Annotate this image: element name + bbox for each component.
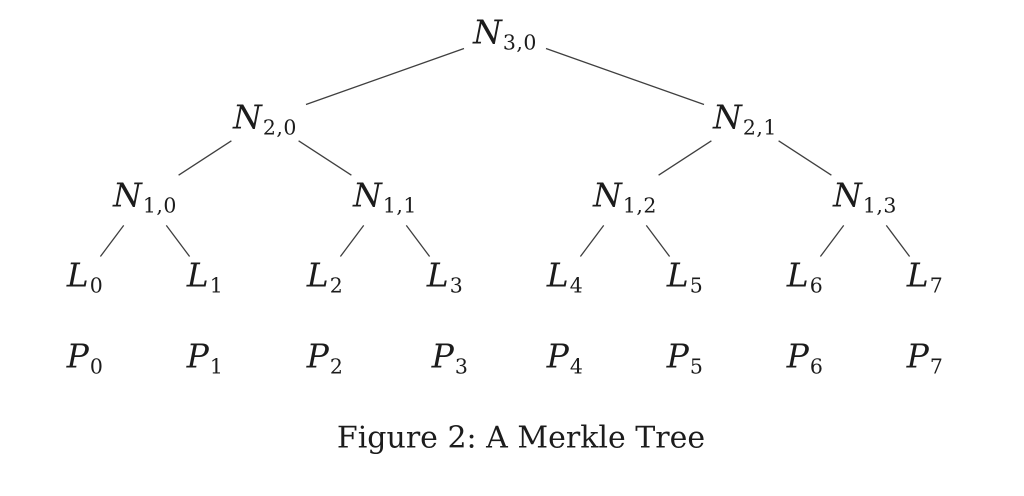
- node-label-subscript: 5: [689, 273, 704, 298]
- tree-edge-n20-n10: [178, 140, 232, 176]
- tree-node-n10: N1,0: [113, 178, 177, 215]
- node-label-base: L: [426, 255, 449, 295]
- tree-edge-n10-l1: [165, 225, 191, 257]
- node-label-subscript: 4: [569, 354, 584, 379]
- node-label-subscript: 1,2: [622, 193, 657, 218]
- tree-edge-n21-n12: [658, 140, 712, 176]
- node-label-base: N: [113, 175, 142, 215]
- tree-node-l6: L6: [787, 258, 823, 295]
- tree-node-n11: N1,1: [353, 178, 417, 215]
- node-label-subscript: 3: [449, 273, 464, 298]
- node-label-subscript: 3,0: [502, 30, 537, 55]
- tree-edge-n30-n21: [545, 47, 705, 106]
- tree-node-l4: L4: [547, 258, 583, 295]
- node-label-base: P: [546, 336, 569, 376]
- node-label-base: P: [186, 336, 209, 376]
- node-label-subscript: 0: [89, 273, 104, 298]
- node-label-base: L: [906, 255, 929, 295]
- tree-node-p7: P7: [907, 339, 944, 376]
- tree-edge-n11-l3: [405, 225, 431, 257]
- tree-node-p4: P4: [547, 339, 584, 376]
- node-label-subscript: 2,0: [262, 115, 297, 140]
- tree-edge-n12-l4: [579, 225, 605, 257]
- node-label-base: P: [666, 336, 689, 376]
- node-label-subscript: 2,1: [742, 115, 777, 140]
- node-label-subscript: 1: [209, 273, 224, 298]
- node-label-subscript: 7: [929, 273, 944, 298]
- node-label-base: L: [786, 255, 809, 295]
- tree-node-n30: N3,0: [473, 15, 537, 52]
- tree-node-p1: P1: [187, 339, 224, 376]
- node-label-subscript: 2: [329, 354, 344, 379]
- node-label-subscript: 2: [329, 273, 344, 298]
- tree-node-p3: P3: [432, 339, 469, 376]
- node-label-subscript: 1,0: [142, 193, 177, 218]
- node-label-base: L: [666, 255, 689, 295]
- tree-node-p2: P2: [307, 339, 344, 376]
- node-label-base: P: [906, 336, 929, 376]
- tree-edge-n13-l6: [819, 225, 845, 257]
- tree-node-n12: N1,2: [593, 178, 657, 215]
- tree-edge-n11-l2: [339, 225, 365, 257]
- node-label-subscript: 5: [689, 354, 704, 379]
- node-label-base: L: [186, 255, 209, 295]
- tree-node-l2: L2: [307, 258, 343, 295]
- node-label-base: P: [431, 336, 454, 376]
- node-label-base: P: [66, 336, 89, 376]
- tree-edge-n30-n20: [305, 47, 465, 106]
- node-label-base: P: [306, 336, 329, 376]
- node-label-base: N: [473, 12, 502, 52]
- node-label-base: N: [233, 97, 262, 137]
- tree-node-l1: L1: [187, 258, 223, 295]
- node-label-subscript: 1,1: [382, 193, 417, 218]
- node-label-base: L: [306, 255, 329, 295]
- tree-node-n20: N2,0: [233, 100, 297, 137]
- node-label-base: N: [593, 175, 622, 215]
- tree-node-l0: L0: [67, 258, 103, 295]
- node-label-base: L: [546, 255, 569, 295]
- tree-edge-n12-l5: [645, 225, 671, 257]
- node-label-subscript: 6: [809, 273, 824, 298]
- tree-node-p5: P5: [667, 339, 704, 376]
- node-label-base: N: [833, 175, 862, 215]
- tree-node-n21: N2,1: [713, 100, 777, 137]
- tree-edge-n10-l0: [99, 225, 125, 257]
- tree-node-l7: L7: [907, 258, 943, 295]
- tree-node-p6: P6: [787, 339, 824, 376]
- node-label-base: N: [353, 175, 382, 215]
- node-label-subscript: 6: [809, 354, 824, 379]
- node-label-base: P: [786, 336, 809, 376]
- tree-node-l3: L3: [427, 258, 463, 295]
- figure-caption: Figure 2: A Merkle Tree: [336, 420, 706, 456]
- tree-edge-n13-l7: [885, 225, 911, 257]
- node-label-subscript: 1: [209, 354, 224, 379]
- node-label-subscript: 4: [569, 273, 584, 298]
- node-label-base: L: [66, 255, 89, 295]
- tree-node-p0: P0: [67, 339, 104, 376]
- node-label-subscript: 1,3: [862, 193, 897, 218]
- node-label-subscript: 0: [89, 354, 104, 379]
- tree-node-n13: N1,3: [833, 178, 897, 215]
- tree-edge-n20-n11: [298, 140, 352, 176]
- node-label-subscript: 3: [454, 354, 469, 379]
- node-label-base: N: [713, 97, 742, 137]
- node-label-subscript: 7: [929, 354, 944, 379]
- tree-edge-n21-n13: [778, 140, 832, 176]
- tree-node-l5: L5: [667, 258, 703, 295]
